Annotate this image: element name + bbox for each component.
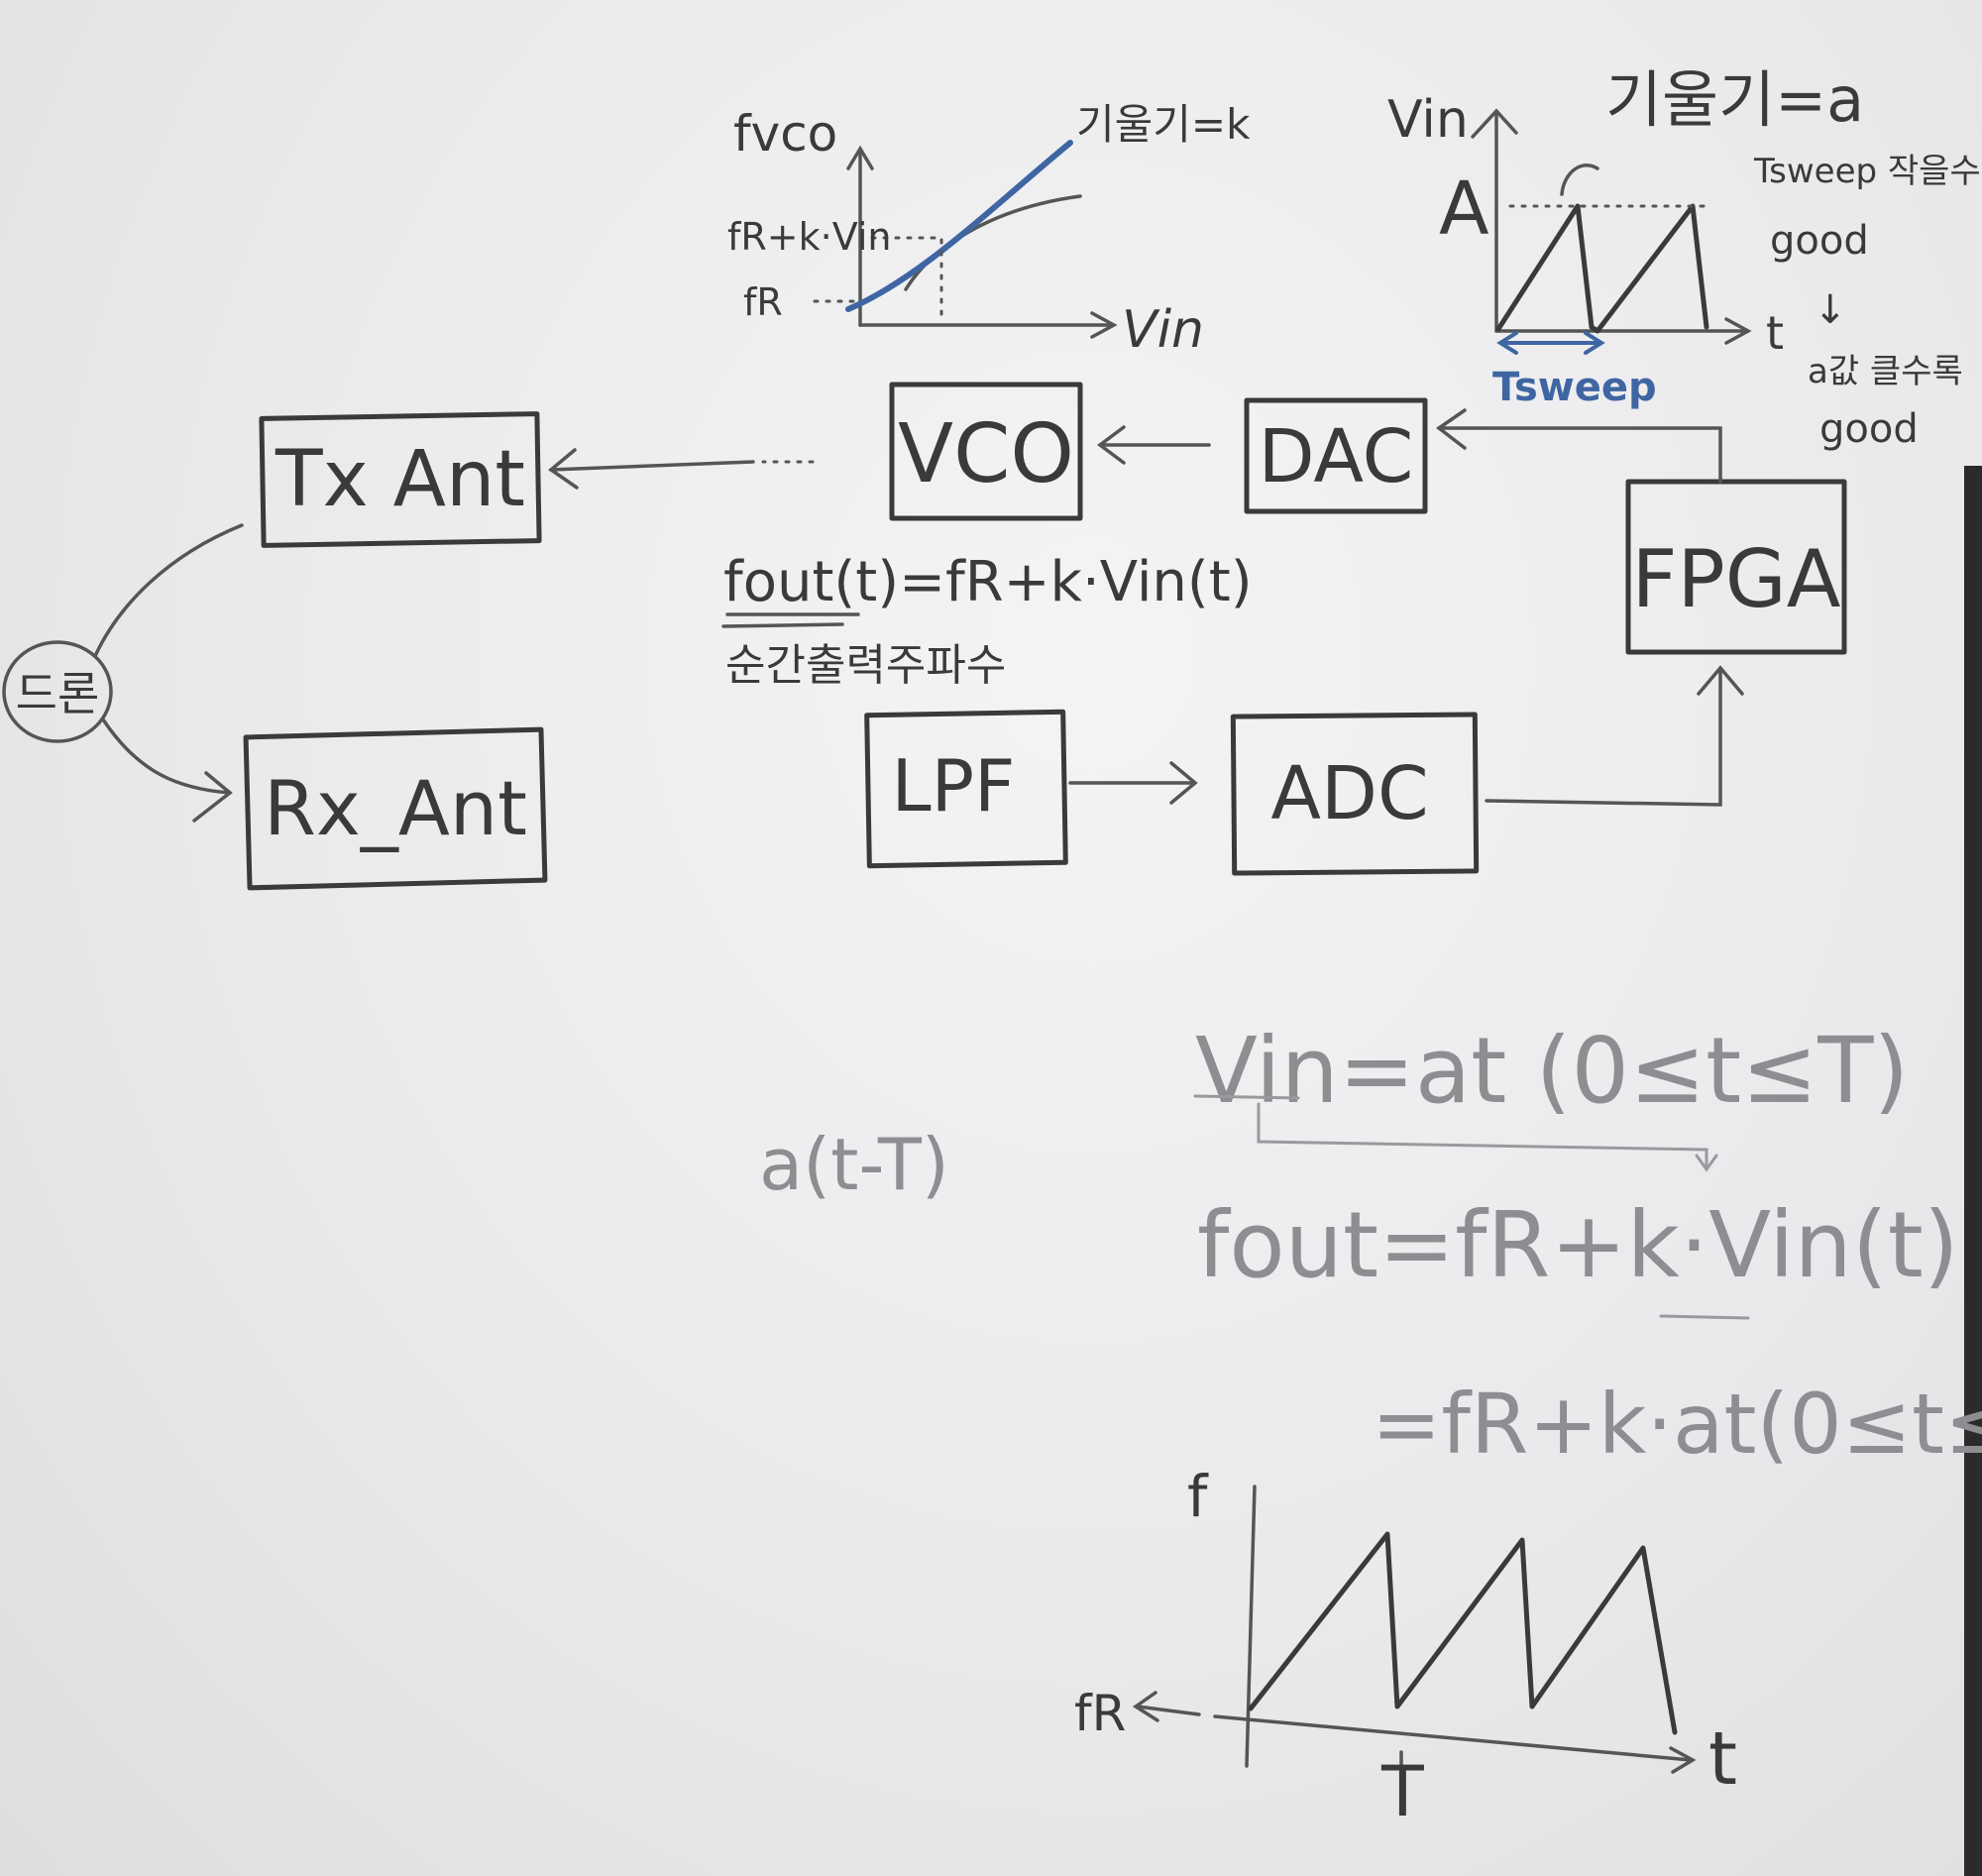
sawtooth-graph-y-label: f <box>1187 1463 1209 1530</box>
fpga-label: FPGA <box>1632 533 1841 625</box>
equation-line1: Vin=at (0≤t≤T) <box>1195 1018 1909 1124</box>
ramp-graph-period: Tsweep <box>1492 365 1657 410</box>
vco-graph-x-label: Vin <box>1122 300 1204 360</box>
ramp-note-line3: a값 클수록 <box>1808 352 1963 391</box>
vco-graph-y-label: fvco <box>733 105 837 163</box>
vco-graph-slope-note: 기울기=k <box>1076 100 1251 149</box>
vco-block: VCO <box>889 382 1083 521</box>
lpf-label: LPF <box>892 744 1016 828</box>
adc-block: ADC <box>1230 712 1480 876</box>
dac-block: DAC <box>1244 397 1428 514</box>
rx-ant-block: Rx_Ant <box>243 726 548 891</box>
link-tx-ant-to-drone <box>93 523 244 658</box>
vco-label: VCO <box>898 407 1074 501</box>
arrow-dac-to-vco <box>1097 425 1211 465</box>
arrow-drone-to-rx-ant <box>101 717 233 823</box>
sawtooth-graph-x-label: t <box>1708 1716 1737 1802</box>
ramp-graph-x-label: t <box>1766 306 1784 360</box>
vco-equation-formula: fout(t)=fR+k·Vin(t) <box>723 550 1253 614</box>
fpga-block: FPGA <box>1625 479 1847 655</box>
lpf-block: LPF <box>864 709 1068 869</box>
arrow-fpga-to-dac <box>1436 408 1722 484</box>
vco-graph-tick-upper: fR+k·Vin <box>727 215 892 259</box>
ramp-graph-amplitude: A <box>1439 166 1489 252</box>
ramp-graph: Vin t A 기울기=a Tsweep Tsweep 작을수록 good ↓ … <box>1387 63 1982 452</box>
derivation: Vin=at (0≤t≤T) fout=fR+k·Vin(t) =fR+k·at… <box>1193 1018 1982 1473</box>
vco-equation: fout(t)=fR+k·Vin(t) 순간출력주파수 <box>721 550 1253 691</box>
adc-label: ADC <box>1270 751 1428 836</box>
arrow-adc-to-fpga <box>1485 665 1744 807</box>
board-frame-edge <box>1964 466 1982 1876</box>
sawtooth-graph-origin: fR <box>1074 1685 1126 1742</box>
vco-equation-caption: 순간출력주파수 <box>725 640 1006 691</box>
vco-graph: fvco Vin 기울기=k fR+k·Vin fR <box>727 100 1251 360</box>
ramp-note-line1: Tsweep 작을수록 <box>1753 152 1982 191</box>
rx-ant-label: Rx_Ant <box>264 764 527 852</box>
side-note: a(t-T) <box>759 1123 949 1206</box>
dac-label: DAC <box>1259 414 1414 499</box>
drone-label: 드론 <box>16 667 100 720</box>
tx-ant-block: Tx Ant <box>259 411 542 548</box>
ramp-note-line4: good <box>1819 406 1919 452</box>
vco-graph-tick-lower: fR <box>743 280 783 324</box>
ramp-graph-y-label: Vin <box>1387 90 1469 150</box>
tx-ant-label: Tx Ant <box>275 435 525 524</box>
arrow-vco-to-tx-ant <box>548 448 815 490</box>
drone-node: 드론 <box>2 640 113 743</box>
equation-line3: =fR+k·at(0≤t≤T) <box>1372 1376 1982 1473</box>
equation-line2: fout=fR+k·Vin(t) <box>1197 1192 1959 1298</box>
arrow-lpf-to-adc <box>1068 761 1198 805</box>
ramp-graph-slope-note: 기울기=a <box>1605 63 1864 136</box>
ramp-note-line2: good <box>1770 218 1869 264</box>
sawtooth-graph: f t fR T <box>1074 1463 1737 1832</box>
ramp-note-arrow: ↓ <box>1814 287 1847 333</box>
sawtooth-graph-period: T <box>1380 1751 1424 1832</box>
